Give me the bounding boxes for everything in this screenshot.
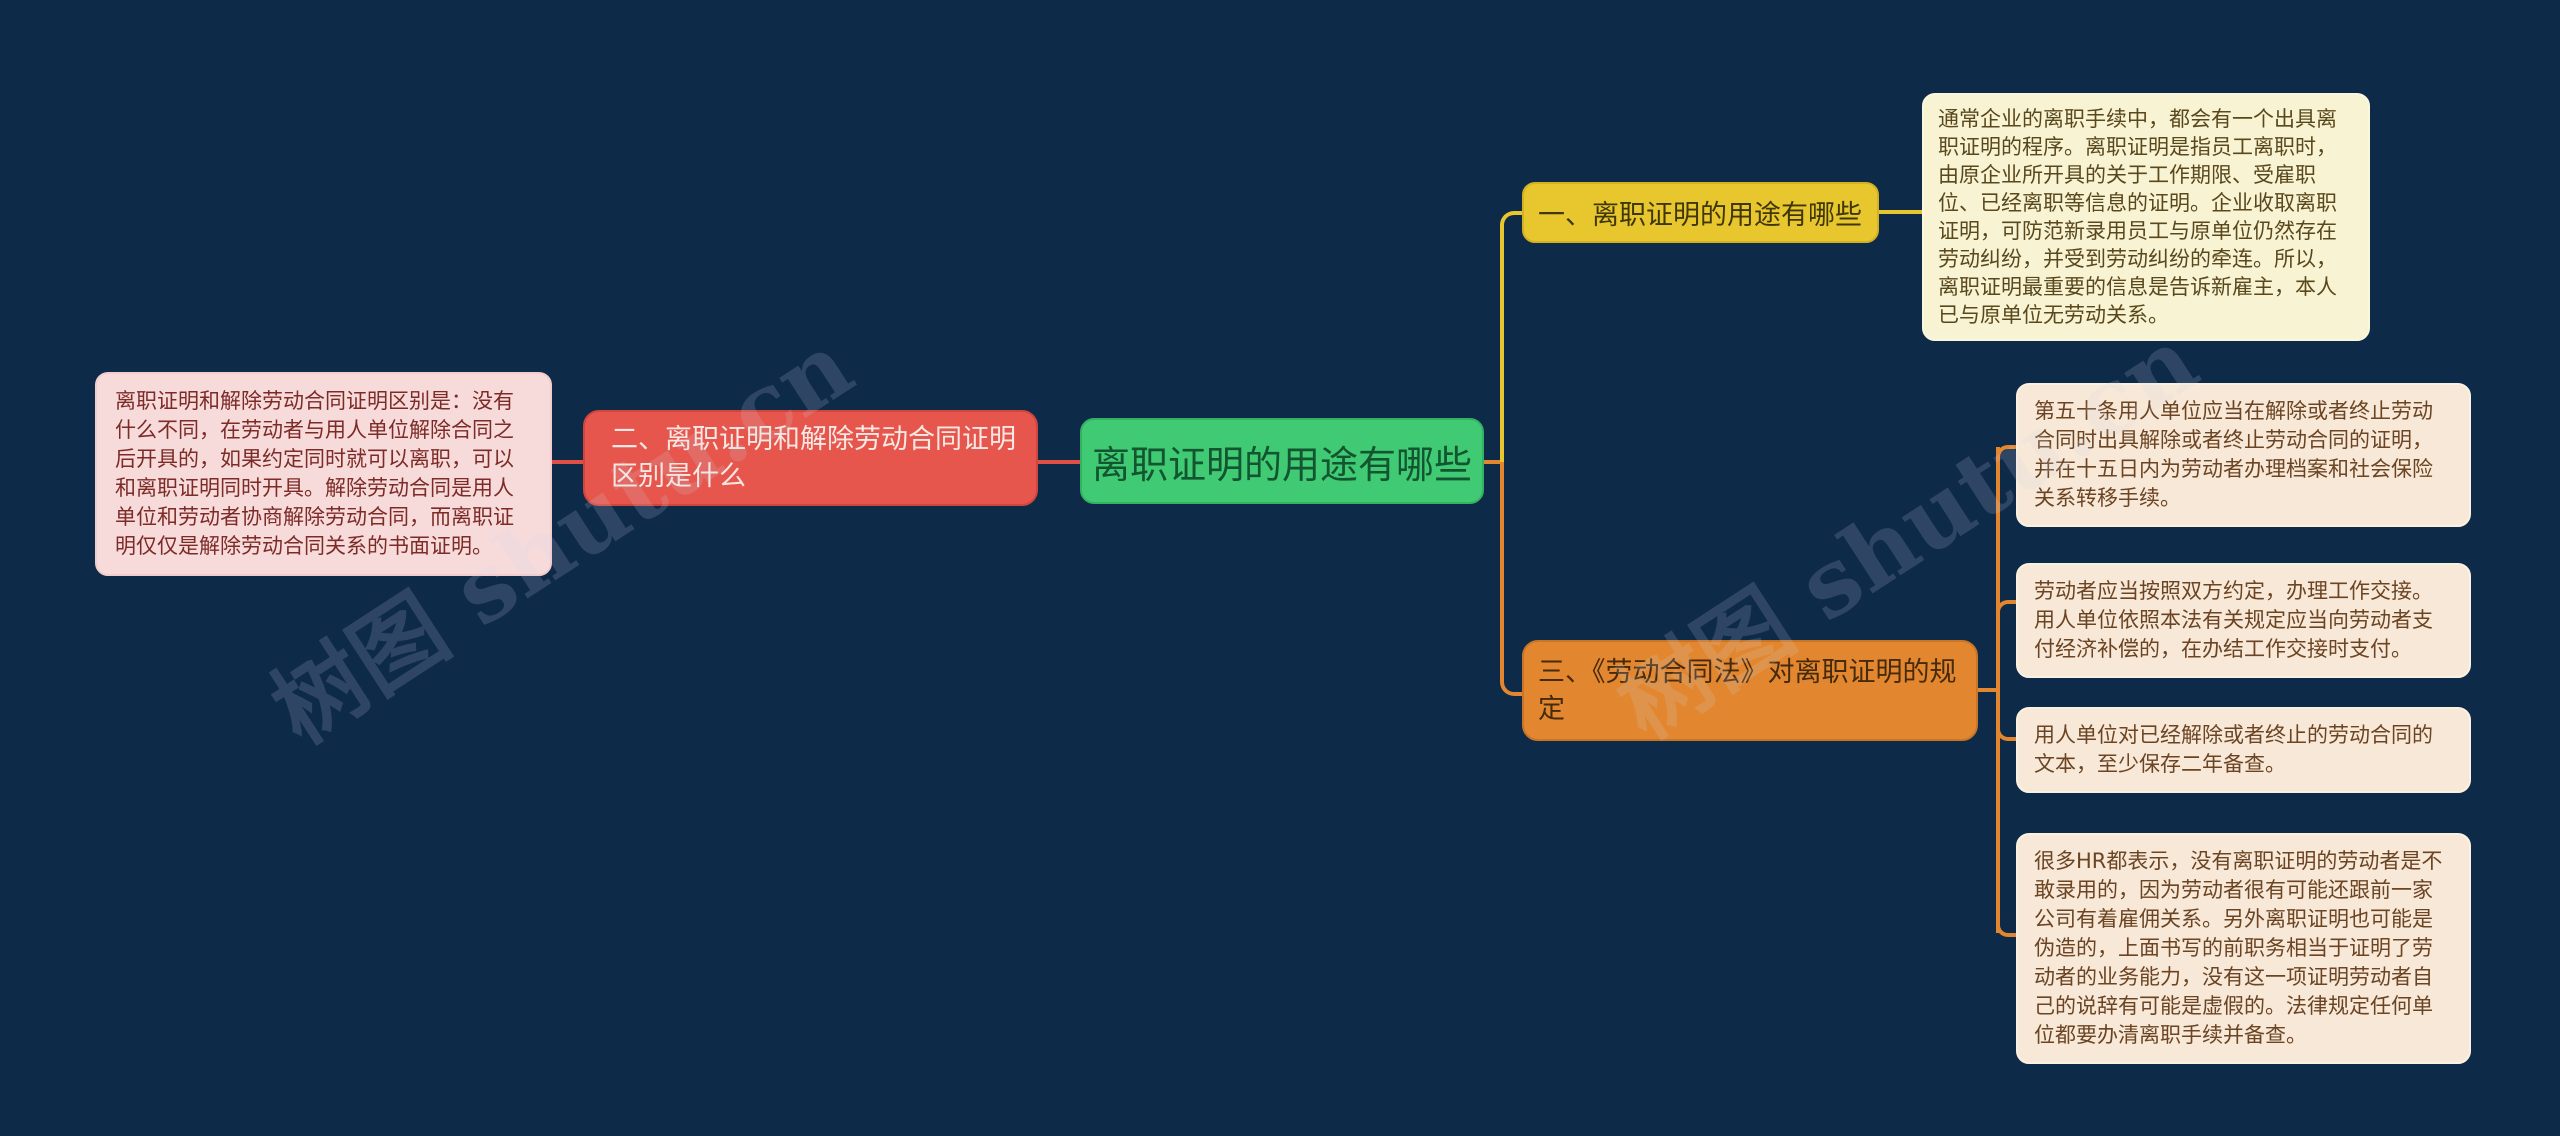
- note-usage-detail[interactable]: 通常企业的离职手续中，都会有一个出具离职证明的程序。离职证明是指员工离职时，由原…: [1922, 93, 2370, 341]
- note-hr-opinion[interactable]: 很多HR都表示，没有离职证明的劳动者是不敢录用的，因为劳动者很有可能还跟前一家公…: [2016, 833, 2471, 1064]
- connector-pinknote-to-red: [550, 460, 585, 464]
- branch-node-usage-label: 一、离职证明的用途有哪些: [1538, 200, 1862, 231]
- connector-red-to-root: [1036, 460, 1082, 464]
- connector-root-to-yellow: [1500, 211, 1528, 468]
- branch-node-difference[interactable]: 二、离职证明和解除劳动合同证明区别是什么: [583, 410, 1038, 506]
- note-difference-text: 离职证明和解除劳动合同证明区别是：没有什么不同，在劳动者与用人单位解除合同之后开…: [115, 389, 514, 558]
- note-law-handover-text: 劳动者应当按照双方约定，办理工作交接。用人单位依照本法有关规定应当向劳动者支付经…: [2034, 579, 2433, 661]
- connector-orange-trunk: [1996, 447, 2000, 933]
- connector-root-to-orange: [1500, 462, 1528, 696]
- note-hr-opinion-text: 很多HR都表示，没有离职证明的劳动者是不敢录用的，因为劳动者很有可能还跟前一家公…: [2034, 849, 2443, 1047]
- note-law-article50-text: 第五十条用人单位应当在解除或者终止劳动合同时出具解除或者终止劳动合同的证明，并在…: [2034, 399, 2433, 510]
- branch-node-law-label: 三、《劳动合同法》对离职证明的规定: [1538, 656, 1957, 725]
- note-usage-text: 通常企业的离职手续中，都会有一个出具离职证明的程序。离职证明是指员工离职时，由原…: [1938, 107, 2337, 327]
- connector-trunk-to-note4: [1996, 901, 2022, 937]
- connector-yellow-to-note: [1878, 210, 1922, 214]
- note-law-archive[interactable]: 用人单位对已经解除或者终止的劳动合同的文本，至少保存二年备查。: [2016, 707, 2471, 793]
- connector-trunk-to-note3: [1996, 705, 2022, 741]
- connector-orange-to-trunk: [1977, 688, 1998, 692]
- branch-node-difference-label: 二、离职证明和解除劳动合同证明区别是什么: [611, 424, 1016, 492]
- note-law-archive-text: 用人单位对已经解除或者终止的劳动合同的文本，至少保存二年备查。: [2034, 723, 2433, 776]
- connector-trunk-to-note2: [1996, 600, 2022, 632]
- connector-trunk-to-note1: [1996, 445, 2022, 477]
- root-node-label: 离职证明的用途有哪些: [1091, 442, 1472, 487]
- root-node[interactable]: 离职证明的用途有哪些: [1080, 418, 1484, 504]
- connector-root-junction: [1482, 460, 1504, 464]
- note-law-handover[interactable]: 劳动者应当按照双方约定，办理工作交接。用人单位依照本法有关规定应当向劳动者支付经…: [2016, 563, 2471, 678]
- branch-node-usage[interactable]: 一、离职证明的用途有哪些: [1522, 182, 1879, 243]
- note-law-article50[interactable]: 第五十条用人单位应当在解除或者终止劳动合同时出具解除或者终止劳动合同的证明，并在…: [2016, 383, 2471, 527]
- branch-node-law[interactable]: 三、《劳动合同法》对离职证明的规定: [1522, 640, 1978, 741]
- note-difference-detail[interactable]: 离职证明和解除劳动合同证明区别是：没有什么不同，在劳动者与用人单位解除合同之后开…: [95, 372, 552, 576]
